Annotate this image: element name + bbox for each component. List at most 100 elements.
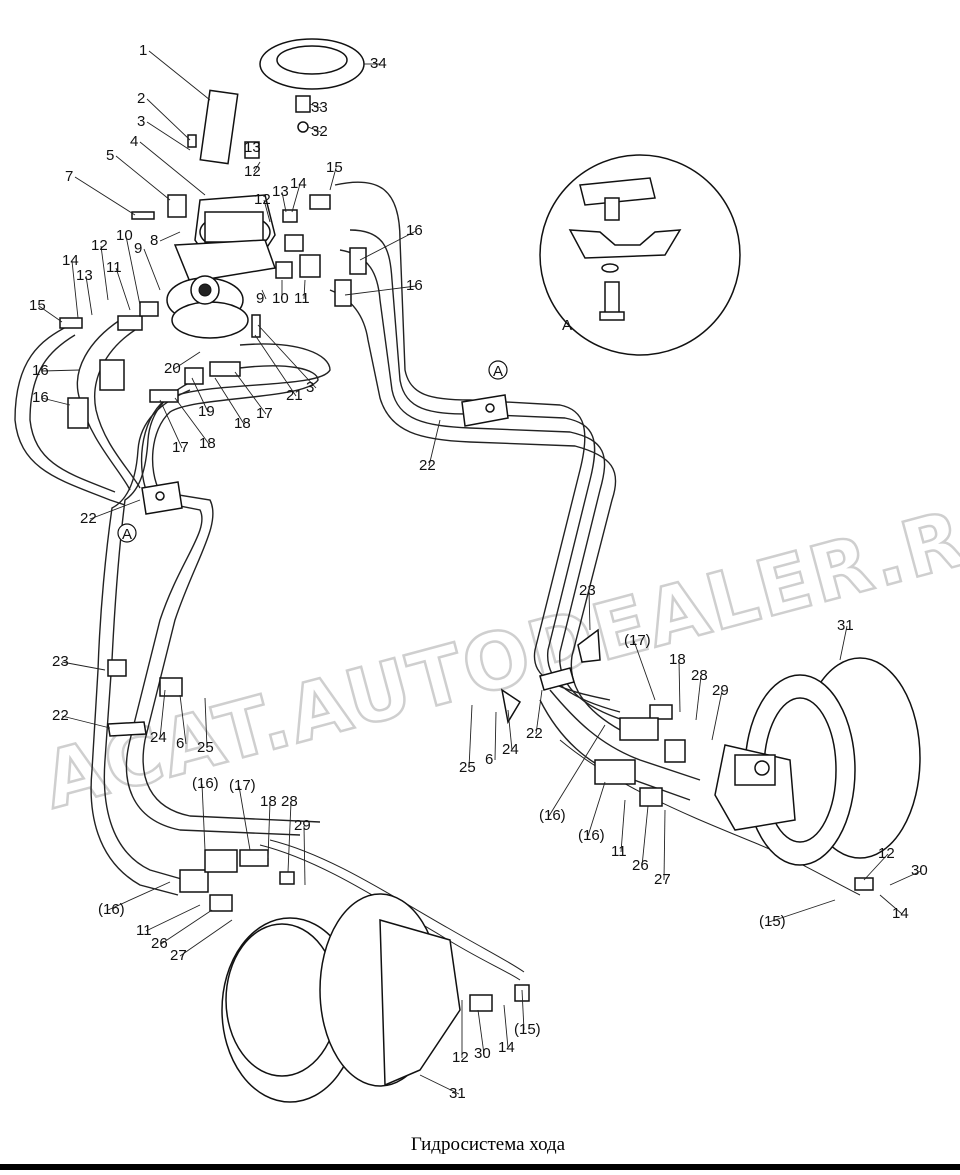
leader-line (214, 377, 245, 425)
leader-line (291, 183, 301, 213)
clamp-22-left (141, 481, 183, 515)
part-number-label: 24 (502, 741, 519, 758)
part-number-label: 32 (311, 123, 328, 140)
part-number-label: 24 (150, 729, 167, 746)
part-number-label: 12 (91, 237, 108, 254)
part-number-label: 2 (137, 90, 145, 107)
section-callout-A-top: A (488, 360, 508, 380)
leader-line (535, 689, 543, 735)
detail-view-A (539, 154, 741, 356)
part-number-label: (17) (624, 632, 651, 649)
part-number-label: 13 (272, 183, 289, 200)
travel-motor-right-31 (714, 657, 921, 866)
part-number-label: 31 (837, 617, 854, 634)
leader-line (678, 659, 681, 713)
detail-letter: A (562, 317, 572, 334)
leader-line (139, 141, 206, 196)
part-number-label: 27 (654, 871, 671, 888)
leader-line (503, 1004, 509, 1049)
leader-line (879, 894, 903, 915)
part-number-label: 8 (150, 232, 158, 249)
part-number-label: 34 (370, 55, 387, 72)
leader-line (38, 305, 63, 323)
part-number-label: 26 (632, 857, 649, 874)
section-callout-A-left: A (117, 523, 137, 543)
part-number-label: 22 (419, 457, 436, 474)
part-number-label: 22 (52, 707, 69, 724)
part-number-label: 28 (691, 667, 708, 684)
part-number-label: 1 (139, 42, 147, 59)
leader-line (633, 640, 656, 701)
leader-line (100, 245, 109, 301)
leader-line (267, 801, 271, 859)
part-number-label: 20 (164, 360, 181, 377)
leader-line (179, 694, 187, 745)
leader-line (61, 661, 106, 671)
part-number-label: 27 (170, 947, 187, 964)
part-number-label: 22 (80, 510, 97, 527)
part-number-label: 19 (198, 403, 215, 420)
leader-line (839, 625, 848, 661)
leader-line (191, 377, 209, 413)
leader-line (89, 499, 141, 520)
leader-line (588, 590, 591, 631)
part-number-label: 25 (459, 759, 476, 776)
part-number-label: 6 (176, 735, 184, 752)
part-number-label: 16 (32, 362, 49, 379)
leader-line (41, 397, 71, 406)
leader-line (419, 1074, 460, 1095)
leader-line (174, 397, 210, 445)
clamp-22-right (539, 667, 575, 691)
part-number-label: 17 (256, 405, 273, 422)
part-number-label: 26 (151, 935, 168, 952)
leader-line (641, 805, 649, 867)
part-number-label: 18 (234, 415, 251, 432)
leader-line (303, 825, 306, 886)
leader-line (234, 371, 267, 415)
leader-line (263, 199, 271, 223)
part-number-label: 13 (244, 139, 261, 156)
swivel-joint-assembly (131, 89, 277, 339)
part-number-label: 11 (136, 922, 152, 939)
leader-line (159, 399, 183, 449)
leader-line (85, 275, 93, 316)
leader-line (257, 324, 317, 389)
leader-line (146, 121, 191, 151)
leader-line (125, 235, 141, 306)
callout-letter: A (493, 363, 503, 380)
part-number-label: 12 (244, 163, 261, 180)
part-number-label: 5 (106, 147, 114, 164)
travel-motor-left-31 (221, 893, 461, 1103)
leader-line (115, 155, 171, 201)
leader-line (428, 419, 441, 467)
part-number-label: 18 (669, 651, 686, 668)
part-number-label: 10 (272, 290, 289, 307)
leader-line (41, 369, 81, 372)
callout-letter: A (122, 526, 132, 543)
part-number-label: (16) (192, 775, 219, 792)
part-number-label: 11 (294, 290, 310, 307)
part-number-label: 25 (197, 739, 214, 756)
clamp-22-lower-left (107, 721, 147, 737)
part-number-label: 13 (76, 267, 93, 284)
leader-line (548, 724, 606, 817)
leader-line (253, 161, 261, 173)
part-number-label: 3 (137, 113, 145, 130)
part-number-label: 11 (106, 259, 122, 276)
part-number-label: 14 (62, 252, 79, 269)
part-number-label: 22 (526, 725, 543, 742)
part-number-label: 30 (911, 862, 928, 879)
leader-line (303, 279, 306, 300)
part-number-label: 4 (130, 133, 138, 150)
leader-line (201, 783, 206, 851)
part-number-label: 15 (326, 159, 343, 176)
part-number-label: 23 (579, 582, 596, 599)
leader-line (146, 98, 191, 141)
leader-line (71, 260, 79, 319)
part-number-label: 9 (134, 240, 142, 257)
part-number-label: (16) (578, 827, 605, 844)
leader-line (254, 334, 297, 397)
fittings-upper (59, 141, 367, 429)
leader-line (468, 704, 473, 769)
